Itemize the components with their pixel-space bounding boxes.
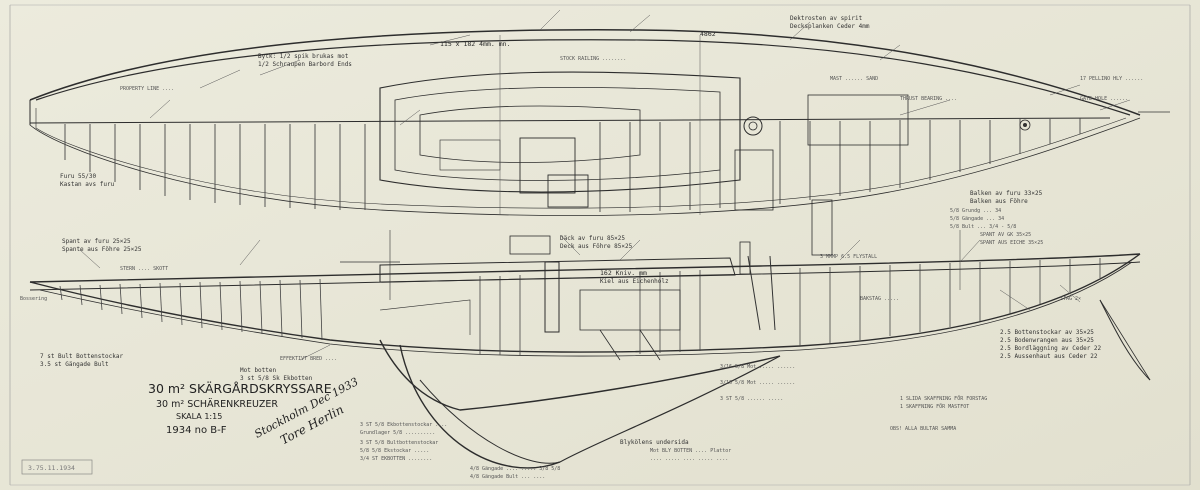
svg-text:BAKSTAG .....: BAKSTAG ..... (860, 296, 899, 302)
svg-text:3 ST 5/8 ...... .....: 3 ST 5/8 ...... ..... (720, 396, 783, 402)
bow-label-1: Furu 55/30 (60, 173, 97, 180)
stamp-text: 3.75.11.1934 (28, 464, 75, 472)
svg-text:4/8 Gängade .... ..... 3/8 5/8: 4/8 Gängade .... ..... 3/8 5/8 (470, 466, 560, 472)
svg-text:EFFEKTIVT BRED ....: EFFEKTIVT BRED .... (280, 356, 337, 362)
deck-label-1: Däck av furu 85×25 (560, 235, 625, 242)
note-right-3: 2.5 Bordläggning av Ceder 22 (1000, 345, 1102, 352)
gallery-label-2: Balken aus Föhre (970, 198, 1028, 205)
deck-plan: Bytk: 1/2 spik brukas mot 1/2 Schraupen … (29, 9, 1170, 216)
frame-label-1: Spant av furu 25×25 (62, 238, 131, 245)
svg-text:.... ..... .... ..... ....: .... ..... .... ..... .... (650, 456, 728, 462)
deck-note-3: Dektrosten av spirit (790, 15, 863, 22)
svg-text:THRUST BEARING ....: THRUST BEARING .... (900, 96, 957, 102)
svg-text:SPANT AUS EICHE 35×25: SPANT AUS EICHE 35×25 (980, 240, 1043, 246)
svg-text:1 SKAFFNING FÖR MASTFOT: 1 SKAFFNING FÖR MASTFOT (900, 403, 969, 410)
notes-right: 2.5 Bottenstockar av 35×25 2.5 Bodenwran… (890, 208, 1102, 432)
note-right-1: 2.5 Bottenstockar av 35×25 (1000, 329, 1094, 336)
svg-text:3 ST 5/8 Bultbottenstockar: 3 ST 5/8 Bultbottenstockar (360, 440, 438, 446)
svg-text:3 MMMP 6.5 FLYSTALL: 3 MMMP 6.5 FLYSTALL (820, 254, 877, 260)
note-bottom-1: 7 st Bult Bottenstockar (40, 353, 123, 360)
note-bottom-3: Mot botten (240, 367, 277, 374)
keel-label-2: Kiel aus Eichenholz (600, 278, 669, 285)
svg-text:3/4 ST EKBOTTEN ........: 3/4 ST EKBOTTEN ........ (360, 456, 432, 462)
note-right-4: 2.5 Aussenhaut aus Ceder 22 (1000, 353, 1098, 360)
gallery-label-1: Balken av furu 33×25 (970, 190, 1043, 197)
svg-text:3 ST 5/8 Ekbottenstockar ....: 3 ST 5/8 Ekbottenstockar .... (360, 422, 447, 428)
svg-text:5/8 5/8 Ekstockar .....: 5/8 5/8 Ekstockar ..... (360, 448, 429, 454)
archive-stamp: 3.75.11.1934 (21, 459, 93, 475)
svg-text:OBS! ALLA BULTAR SAMMA: OBS! ALLA BULTAR SAMMA (890, 426, 956, 432)
svg-text:MAST ...... SAND: MAST ...... SAND (830, 76, 878, 82)
deck-note-2: 1/2 Schraupen Barbord Ends (258, 61, 352, 68)
drawing-number: 1934 no B-F (166, 425, 227, 436)
note-bottom-2: 3.5 st Gängade Bult (40, 361, 109, 368)
lead-keel-label: Blykölens undersida (620, 439, 689, 446)
scale-label: SKALA 1:15 (176, 412, 222, 421)
title-line-2: 30 m² SCHÄRENKREUZER (156, 399, 278, 410)
title-line-1: 30 m² SKÄRGÅRDSKRYSSARE (148, 381, 332, 396)
side-profile: Spant av furu 25×25 Spante aus Föhre 25×… (20, 199, 1151, 469)
svg-text:GATE HOLE ......: GATE HOLE ...... (1080, 96, 1128, 102)
deck-note-4: Decksplanken Ceder 4mm (790, 23, 870, 30)
svg-text:Grundlager 5/8 ..........: Grundlager 5/8 .......... (360, 430, 435, 436)
note-right-2: 2.5 Bodenwrangen aus 35×25 (1000, 337, 1094, 344)
svg-text:Mot BLY BOTTEN .... Plattor: Mot BLY BOTTEN .... Plattor (650, 448, 731, 454)
svg-text:5/8 Grundg ... 34: 5/8 Grundg ... 34 (950, 208, 1001, 214)
mast-dimension: 115 x 182 4mm. mn. (440, 40, 510, 48)
svg-text:4/8 Gängade Bult ... ....: 4/8 Gängade Bult ... .... (470, 474, 545, 480)
svg-text:STOCK RAILING ........: STOCK RAILING ........ (560, 56, 626, 62)
frame-label-2: Spante aus Föhre 25×25 (62, 246, 142, 253)
svg-text:1 SLIDA SKAFFNING FÖR FORSTAG: 1 SLIDA SKAFFNING FÖR FORSTAG (900, 395, 987, 402)
svg-text:17 PELLINO HLY ......: 17 PELLINO HLY ...... (1080, 76, 1143, 82)
svg-text:Bossering: Bossering (20, 296, 47, 302)
svg-text:STERN .... SKOTT: STERN .... SKOTT (120, 266, 168, 272)
deck-label-2: Deck aus Föhre 85×25 (560, 243, 633, 250)
deck-note-1: Bytk: 1/2 spik brukas mot (258, 53, 349, 60)
bow-label-2: Kastan avs furu (60, 181, 115, 188)
svg-text:3/16 5/8 Mot ..... ......: 3/16 5/8 Mot ..... ...... (720, 364, 795, 370)
svg-text:5/8 Gängade ... 34: 5/8 Gängade ... 34 (950, 216, 1004, 222)
svg-text:5/8 Bult ... 3/4 - 5/8: 5/8 Bult ... 3/4 - 5/8 (950, 224, 1016, 230)
svg-text:3/16 5/8 Mot ..... ......: 3/16 5/8 Mot ..... ...... (720, 380, 795, 386)
svg-text:STAG 2×: STAG 2× (1060, 296, 1081, 302)
measurement-label: 4862 (700, 30, 716, 38)
svg-text:PROPERTY LINE ....: PROPERTY LINE .... (120, 86, 174, 92)
svg-text:SPANT AV GK 35×25: SPANT AV GK 35×25 (980, 232, 1031, 238)
title-block: 30 m² SKÄRGÅRDSKRYSSARE 30 m² SCHÄRENKRE… (148, 381, 332, 436)
keel-label-1: 162 Kniv. mm (600, 269, 647, 277)
note-bottom-4: 3 st 5/8 Sk Ekbotten (240, 375, 313, 382)
notes-bottom: 7 st Bult Bottenstockar 3.5 st Gängade B… (40, 353, 795, 480)
